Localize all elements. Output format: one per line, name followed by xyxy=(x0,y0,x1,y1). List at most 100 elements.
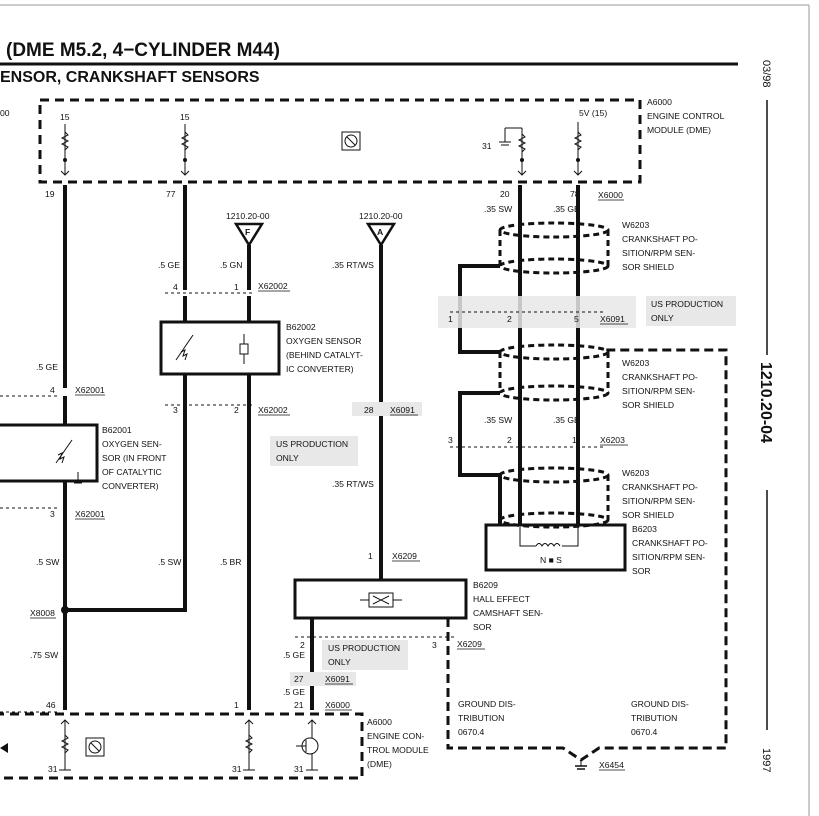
pin-2-crank: 2 xyxy=(507,435,512,445)
pin-1-o2: 1 xyxy=(234,282,239,292)
us-note-2-line-2: ONLY xyxy=(328,657,351,667)
svg-text:OXYGEN SENSOR: OXYGEN SENSOR xyxy=(286,336,361,346)
wire-label-rtws-2: .35 RT/WS xyxy=(332,479,374,489)
pin-5-us: 5 xyxy=(574,314,579,324)
svg-text:TRIBUTION: TRIBUTION xyxy=(458,713,504,723)
b62001-box xyxy=(0,423,99,483)
wire-label-sw-35b: .35 SW xyxy=(484,415,513,425)
pin-4-o1: 4 xyxy=(50,385,55,395)
svg-text:31: 31 xyxy=(232,764,242,774)
svg-text:MODULE (DME): MODULE (DME) xyxy=(647,125,711,135)
svg-text:B62002: B62002 xyxy=(286,322,316,332)
ecm-internal-15b: 15 xyxy=(180,112,190,176)
svg-text:SITION/RPM SEN-: SITION/RPM SEN- xyxy=(622,248,695,258)
shield-3-label: W6203 CRANKSHAFT PO- SITION/RPM SEN- SOR… xyxy=(622,468,698,520)
shield-2-drain xyxy=(458,391,500,477)
ecm-internal-31: 31 xyxy=(482,127,527,176)
connector-x6209-a: X6209 xyxy=(392,551,417,561)
b6209-label: B6209 HALL EFFECT CAMSHAFT SEN- SOR xyxy=(473,580,543,632)
pin-2-us: 2 xyxy=(507,314,512,324)
page-title: (DME M5.2, 4−CYLINDER M44) xyxy=(6,40,280,61)
us-production-note-2 xyxy=(322,640,408,670)
connector-x6091-b: X6091 xyxy=(600,314,625,324)
year-label: 1997 xyxy=(760,748,772,772)
svg-text:SOR (IN FRONT: SOR (IN FRONT xyxy=(102,453,167,463)
us-note-1-line-1: US PRODUCTION xyxy=(276,439,348,449)
date-label: 03/98 xyxy=(760,60,772,88)
svg-text:CAMSHAFT SEN-: CAMSHAFT SEN- xyxy=(473,608,543,618)
pin-77: 77 xyxy=(166,189,176,199)
svg-text:IC CONVERTER): IC CONVERTER) xyxy=(286,364,354,374)
svg-text:SITION/RPM SEN-: SITION/RPM SEN- xyxy=(632,552,705,562)
ecm-internal-5v: 5V (15) xyxy=(573,108,607,176)
svg-text:CRANKSHAFT PO-: CRANKSHAFT PO- xyxy=(622,482,698,492)
pin-27: 27 xyxy=(294,674,304,684)
connector-x8008: X8008 xyxy=(30,608,55,618)
svg-text:SOR SHIELD: SOR SHIELD xyxy=(622,262,674,272)
ground-distribution-line xyxy=(446,348,728,762)
svg-text:W6203: W6203 xyxy=(622,468,649,478)
pin-20: 20 xyxy=(500,189,510,199)
connector-x62001-a: X62001 xyxy=(75,385,105,395)
ecm-bottom-transistor-icon: 31 xyxy=(294,719,319,774)
reference-f-code: 1210.20-00 xyxy=(226,211,270,221)
wire-label-ge-2: .5 GE xyxy=(158,260,180,270)
svg-text:OF CATALYTIC: OF CATALYTIC xyxy=(102,467,162,477)
ecm-top-box xyxy=(38,98,642,184)
b62001-label: B62001 OXYGEN SEN- SOR (IN FRONT OF CATA… xyxy=(102,425,167,491)
svg-text:TROL MODULE: TROL MODULE xyxy=(367,745,429,755)
us-note-2-line-1: US PRODUCTION xyxy=(328,643,400,653)
svg-text:CRANKSHAFT PO-: CRANKSHAFT PO- xyxy=(632,538,708,548)
pin-1-hall: 1 xyxy=(368,551,373,561)
pin-4-o2: 4 xyxy=(173,282,178,292)
wire-label-sw-1: .5 SW xyxy=(36,557,60,567)
connector-x62001-b: X62001 xyxy=(75,509,105,519)
wire-label-sw-35a: .35 SW xyxy=(484,204,513,214)
wire-label-sw-2: .5 SW xyxy=(158,557,182,567)
us-production-note-1 xyxy=(270,436,358,466)
ecm-bottom-arrow-icon xyxy=(0,743,8,753)
pin-28: 28 xyxy=(364,405,374,415)
svg-text:31: 31 xyxy=(48,764,58,774)
us-note-3-line-1: US PRODUCTION xyxy=(651,299,723,309)
b62002-box xyxy=(159,320,281,376)
connector-x6091-a: X6091 xyxy=(390,405,415,415)
wire-label-ge-35b: .35 GE xyxy=(553,415,580,425)
pin-21: 21 xyxy=(294,700,304,710)
connector-x6209-b: X6209 xyxy=(457,639,482,649)
b62001-symbol-icon xyxy=(55,439,84,484)
pin-2-o2: 2 xyxy=(234,405,239,415)
b62002-symbol-icon xyxy=(175,334,249,364)
svg-text:SOR: SOR xyxy=(473,622,492,632)
svg-text:CONVERTER): CONVERTER) xyxy=(102,481,159,491)
pin-19: 19 xyxy=(45,189,55,199)
svg-text:A6000: A6000 xyxy=(647,97,672,107)
pin-1-bottom: 1 xyxy=(234,700,239,710)
pin-3-o1: 3 xyxy=(50,509,55,519)
svg-text:31: 31 xyxy=(294,764,304,774)
ecm-internal-15a: 15 xyxy=(60,112,70,176)
ecm-bottom-box xyxy=(0,712,364,780)
svg-text:0670.4: 0670.4 xyxy=(458,727,485,737)
svg-text:SOR SHIELD: SOR SHIELD xyxy=(622,510,674,520)
svg-text:B62001: B62001 xyxy=(102,425,132,435)
ground-x6454-icon xyxy=(575,760,587,770)
svg-text:ENGINE CON-: ENGINE CON- xyxy=(367,731,424,741)
wire-label-ge-d: .5 GE xyxy=(283,687,305,697)
wire-label-ge-1: .5 GE xyxy=(36,362,58,372)
shield-w6203-2 xyxy=(498,343,610,402)
b6203-label: B6203 CRANKSHAFT PO- SITION/RPM SEN- SOR xyxy=(632,524,708,576)
us-note-1-line-2: ONLY xyxy=(276,453,299,463)
svg-text:B6209: B6209 xyxy=(473,580,498,590)
connector-x6000-top: X6000 xyxy=(598,190,623,200)
wire-label-br: .5 BR xyxy=(220,557,242,567)
b6203-poles: N ■ S xyxy=(540,555,562,565)
ecm-bottom-internal-1: 31 xyxy=(232,719,255,774)
svg-text:A6000: A6000 xyxy=(367,717,392,727)
us-production-note-3 xyxy=(646,296,736,326)
reference-f-arrow-icon xyxy=(233,222,265,248)
wire-col-185-lower xyxy=(65,374,187,612)
wire-label-ge-c: .5 GE xyxy=(283,650,305,660)
svg-text:W6203: W6203 xyxy=(622,358,649,368)
svg-text:15: 15 xyxy=(180,112,190,122)
